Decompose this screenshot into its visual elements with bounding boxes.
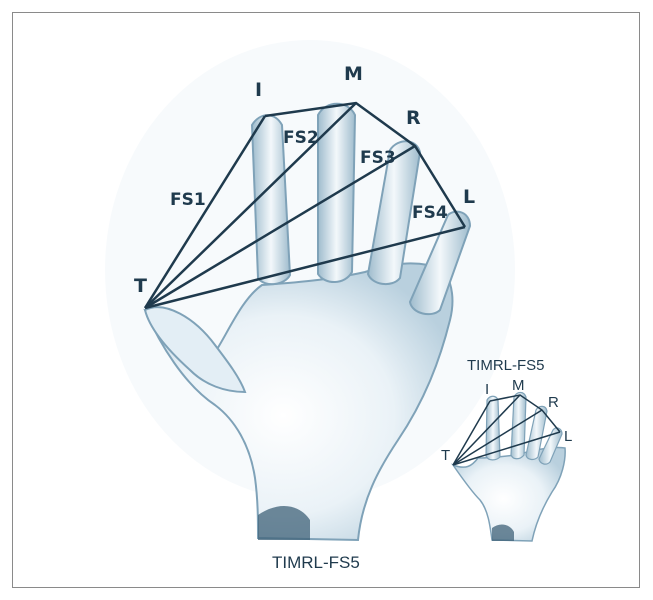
label-FS1: FS1 [170,190,206,210]
label-FS2: FS2 [283,128,319,148]
inset-label-I: I [485,381,489,398]
inset-title: TIMRL-FS5 [467,357,545,374]
label-FS4: FS4 [412,203,448,223]
label-L: L [463,186,475,208]
inset-label-M: M [512,377,525,394]
label-I: I [255,79,262,101]
label-M: M [344,63,363,85]
label-FS3: FS3 [360,148,396,168]
inset-hand [453,393,565,542]
label-R: R [406,107,421,129]
inset-label-L: L [564,428,572,445]
label-T: T [134,275,147,297]
main-caption: TIMRL-FS5 [272,553,360,572]
inset-label-R: R [548,394,559,411]
inset-label-T: T [441,447,450,464]
